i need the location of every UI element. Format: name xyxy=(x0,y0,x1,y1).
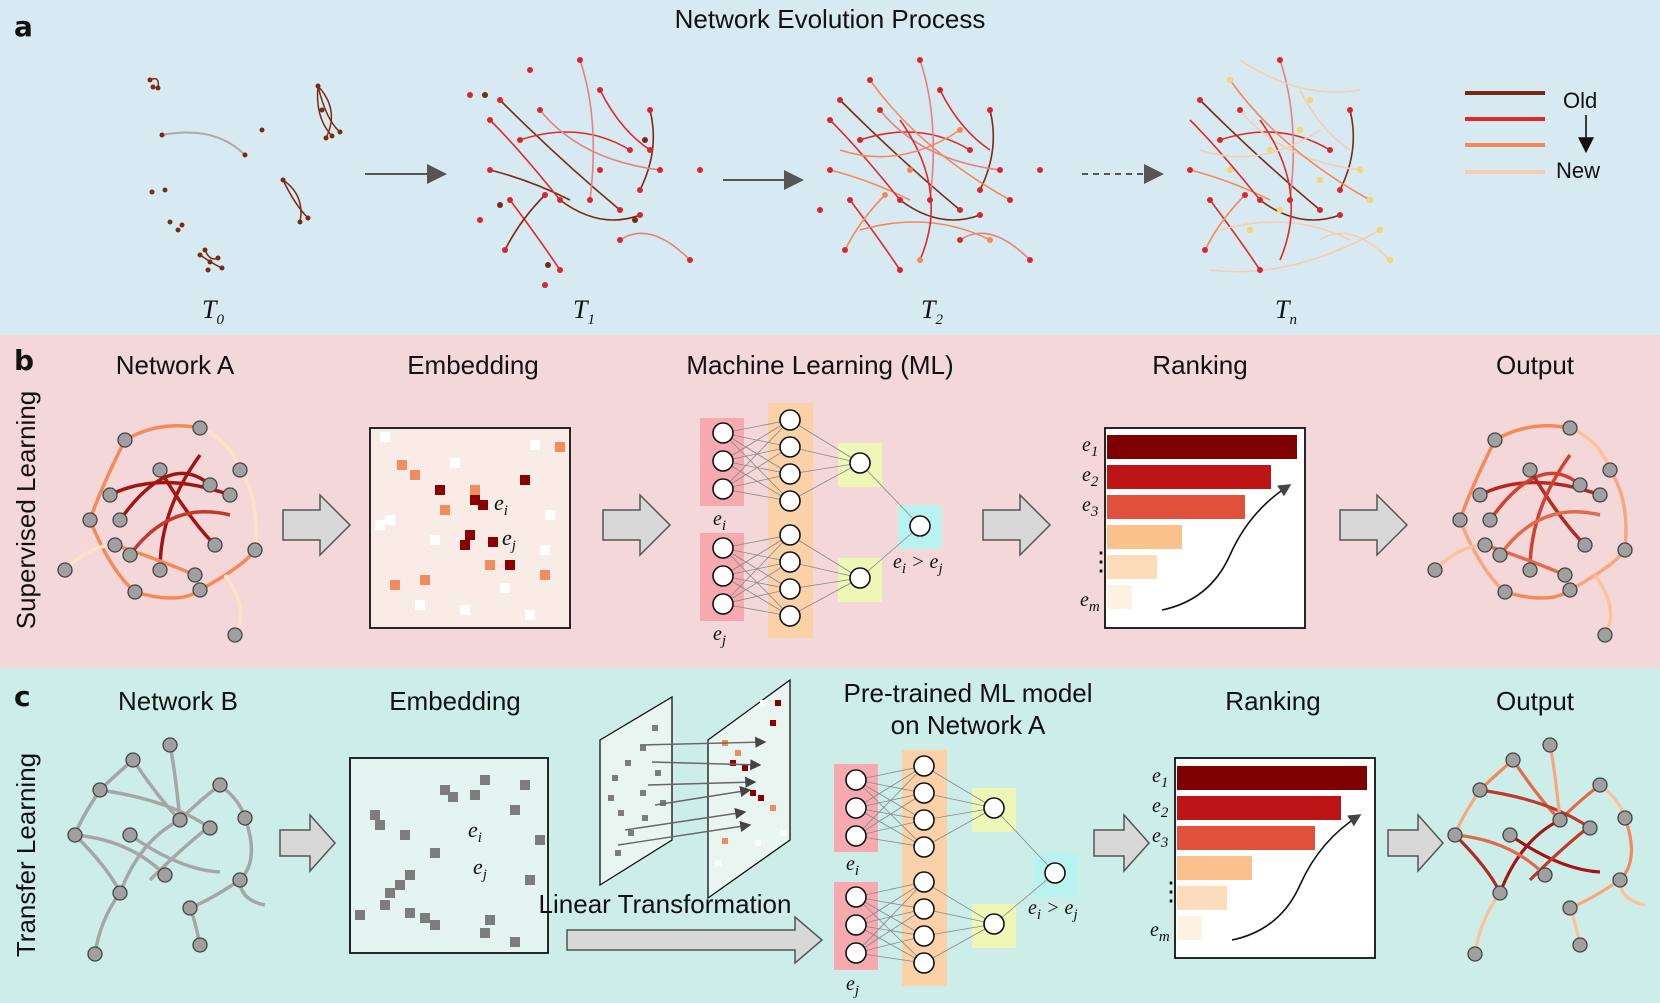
flow-arrow-b3 xyxy=(982,493,1052,557)
panel-b-background xyxy=(0,335,1660,668)
ranking-bar xyxy=(1107,435,1297,459)
ranking-bar xyxy=(1177,796,1341,820)
ranking-bar xyxy=(1107,495,1245,519)
ranking-b-title: Ranking xyxy=(1152,350,1247,380)
network-a-title: Network A xyxy=(116,350,235,380)
flow-arrow-c1 xyxy=(279,813,337,873)
ranking-bar xyxy=(1177,766,1367,790)
ranking-bar xyxy=(1107,555,1157,579)
ranking-bar xyxy=(1177,826,1315,850)
age-legend: Old New xyxy=(1465,88,1600,183)
legend-new-label: New xyxy=(1556,158,1600,183)
pretrained-title-line2: on Network A xyxy=(891,710,1046,740)
ranking-b-ellipsis: ⋮ xyxy=(1088,547,1114,576)
network-snapshot-t1 xyxy=(467,57,703,288)
ranking-chart-b: e1 e2 e3 ⋮ em xyxy=(1080,427,1306,629)
output-a-graph xyxy=(1427,420,1633,643)
ranking-chart-c: e1 e2 e3 ⋮ em xyxy=(1150,757,1376,959)
network-snapshot-t0 xyxy=(147,77,343,273)
flow-arrow-c3 xyxy=(1387,813,1445,873)
linear-transformation-label: Linear Transformation xyxy=(539,889,792,919)
legend-old-label: Old xyxy=(1563,88,1597,113)
panel-b-label: b xyxy=(14,344,34,377)
flow-arrow-b1 xyxy=(282,493,352,557)
ml-c-label-compare: ei > ej xyxy=(1028,897,1078,923)
embedding-b-title: Embedding xyxy=(407,350,539,380)
ranking-bar xyxy=(1177,916,1202,940)
panel-b-side-label: Supervised Learning xyxy=(11,391,41,630)
ranking-c-ellipsis: ⋮ xyxy=(1158,877,1184,906)
embedding-matrix-b: ei ej xyxy=(369,427,571,629)
network-a-graph xyxy=(57,420,263,643)
ranking-bar xyxy=(1177,856,1252,880)
ml-network-c: ei ej ei > ej xyxy=(834,750,1078,999)
flow-arrow-b2 xyxy=(602,493,672,557)
pretrained-title-line1: Pre-trained ML model xyxy=(843,678,1092,708)
ml-label-compare: ei > ej xyxy=(893,551,943,577)
ranking-bar xyxy=(1107,585,1132,609)
ranking-b-trend-arrow xyxy=(1161,484,1292,611)
panel-a-title: Network Evolution Process xyxy=(675,4,986,34)
linear-transformation-planes xyxy=(599,678,791,900)
output-b-graph xyxy=(1447,737,1646,962)
ranking-bar xyxy=(1107,465,1271,489)
flow-arrow-b4 xyxy=(1339,493,1409,557)
ml-title: Machine Learning (ML) xyxy=(686,350,953,380)
panel-c-side-label: Transfer Learning xyxy=(11,753,41,957)
network-b-title: Network B xyxy=(118,686,238,716)
ranking-bar xyxy=(1177,886,1227,910)
ranking-c-title: Ranking xyxy=(1225,686,1320,716)
ranking-bar xyxy=(1107,525,1182,549)
panel-a-label: a xyxy=(14,10,33,43)
panel-c-background xyxy=(0,668,1660,1003)
flow-arrow-transform xyxy=(566,915,824,965)
output-c-title: Output xyxy=(1496,686,1575,716)
network-b-graph xyxy=(67,737,266,962)
output-b-title: Output xyxy=(1496,350,1575,380)
ml-network-b: ei ej ei > ej xyxy=(700,403,943,649)
ranking-c-trend-arrow xyxy=(1231,814,1362,941)
embedding-c-title: Embedding xyxy=(389,686,521,716)
flow-arrow-c2 xyxy=(1093,813,1151,873)
network-snapshot-t2 xyxy=(817,57,1043,273)
panel-c-label: c xyxy=(14,680,31,713)
network-snapshot-tn xyxy=(1187,57,1394,273)
embedding-matrix-c: ei ej xyxy=(349,757,549,954)
